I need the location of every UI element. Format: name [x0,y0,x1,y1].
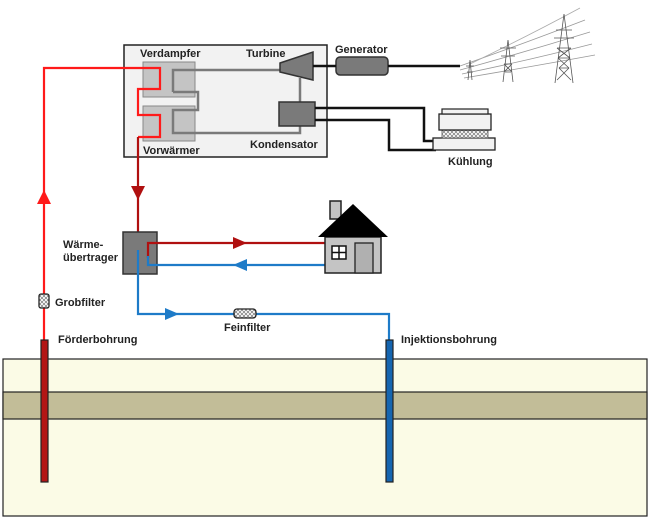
label-kondensator: Kondensator [250,139,319,151]
label-verdampfer: Verdampfer [140,48,201,60]
district-heating-supply [146,241,325,258]
aquifer-layer [2,391,648,420]
power-pylons-icon [459,7,596,84]
label-vorwaermer: Vorwärmer [143,145,200,157]
cold-water-pipe [136,250,391,340]
label-generator: Generator [335,44,388,56]
label-feinfilter: Feinfilter [224,322,271,334]
label-kuehlung: Kühlung [448,156,493,168]
supply-arrow-icon [233,237,247,249]
ground-upper-layer [2,358,648,517]
cooling-pipe-return [315,118,436,152]
label-turbine: Turbine [246,48,286,60]
label-waerme-line2: übertrager [63,252,119,264]
injection-well [385,339,394,483]
fine-filter-icon [233,308,257,319]
generator [335,56,389,76]
downflow-arrow-icon [131,186,145,200]
preheater-block [142,105,196,142]
ground [2,358,648,517]
cooling-pipe-supply [315,106,436,143]
return-arrow-icon [233,259,247,271]
heat-exchanger [122,231,158,275]
district-heating-return [146,256,325,267]
working-fluid-loop [171,68,302,135]
label-foerderbohrung: Förderbohrung [58,334,137,346]
cold-flow-arrow-icon [165,308,179,320]
hot-water-pipe [42,66,162,340]
label-grobfilter: Grobfilter [55,297,106,309]
house-icon [318,200,388,274]
cooling-unit [432,108,496,151]
production-well [40,339,49,483]
label-injektionsbohrung: Injektionsbohrung [401,334,497,346]
coarse-filter-icon [38,293,50,309]
condenser [278,101,316,127]
upflow-arrow-icon [37,190,51,204]
label-waerme-line1: Wärme- [63,239,104,251]
turbine [279,50,314,81]
